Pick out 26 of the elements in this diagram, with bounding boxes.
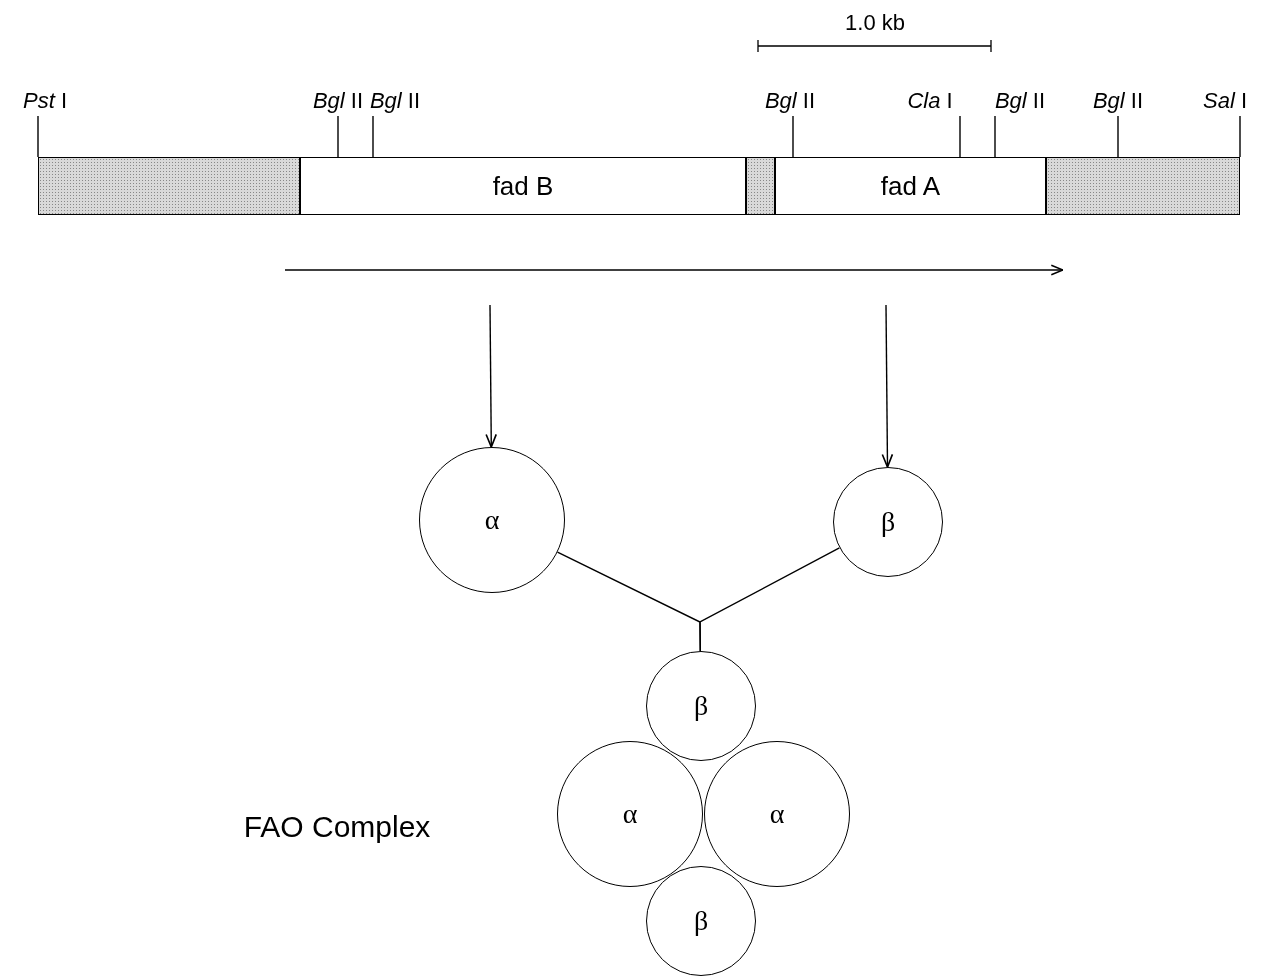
scale-label: 1.0 kb bbox=[845, 10, 905, 36]
restriction-site-label: Cla I bbox=[907, 88, 953, 114]
leader-line bbox=[372, 115, 374, 158]
arrow bbox=[881, 304, 894, 468]
restriction-site-label: Bgl II bbox=[369, 88, 421, 114]
restriction-site-label: Sal I bbox=[1203, 88, 1247, 114]
leader-line bbox=[792, 115, 794, 158]
complex-label: FAO Complex bbox=[243, 810, 431, 844]
gene-box: fad B bbox=[300, 157, 746, 215]
leader-line bbox=[959, 115, 961, 158]
leader-line bbox=[1117, 115, 1119, 158]
connector-line bbox=[699, 547, 841, 652]
leader-line bbox=[994, 115, 996, 158]
arrow bbox=[485, 304, 498, 448]
shaded-region bbox=[1046, 157, 1240, 215]
leader-line bbox=[37, 115, 39, 158]
shaded-region bbox=[38, 157, 300, 215]
gene-box: fad A bbox=[775, 157, 1046, 215]
leader-line bbox=[337, 115, 339, 158]
restriction-site-label: Bgl II bbox=[1092, 88, 1144, 114]
restriction-site-label: Bgl II bbox=[764, 88, 816, 114]
restriction-site-label: Bgl II bbox=[994, 88, 1046, 114]
restriction-site-label: Pst I bbox=[23, 88, 67, 114]
shaded-region bbox=[746, 157, 775, 215]
leader-line bbox=[1239, 115, 1241, 158]
restriction-site-label: Bgl II bbox=[312, 88, 364, 114]
